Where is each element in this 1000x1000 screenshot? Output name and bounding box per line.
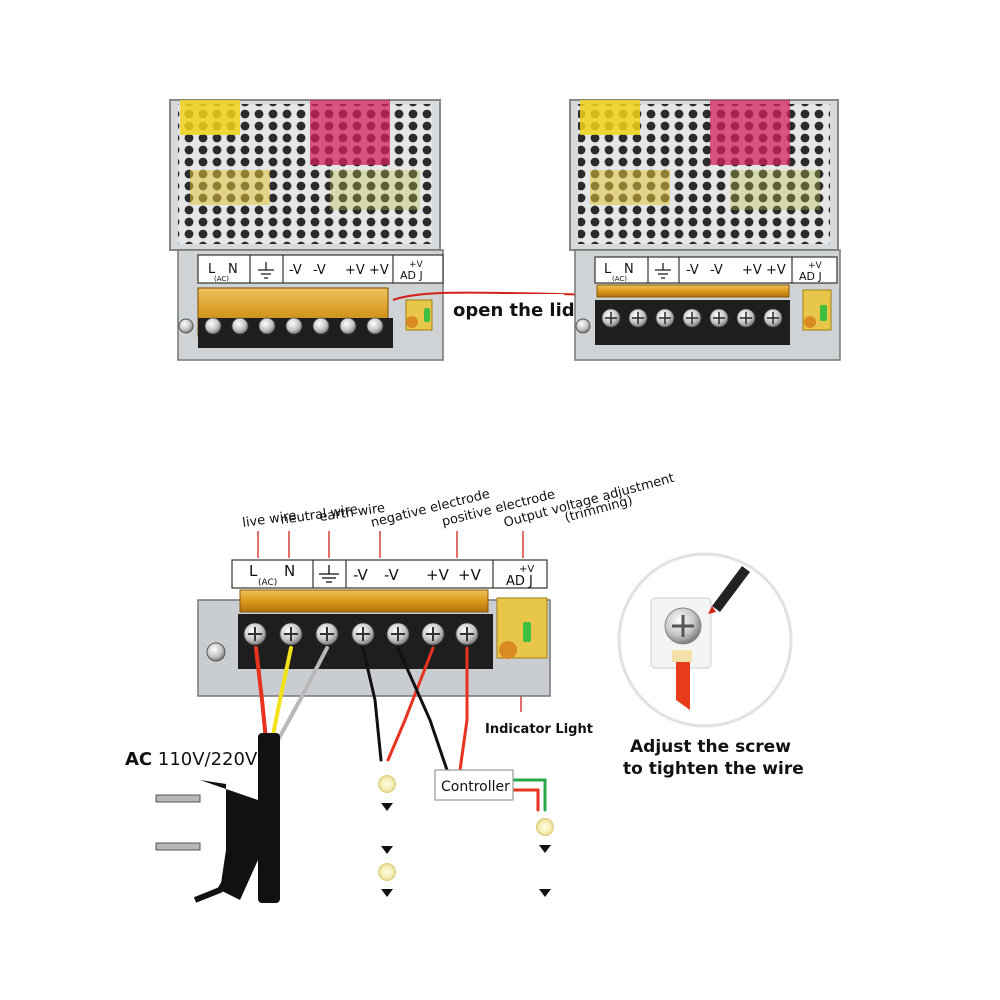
led-indicator bbox=[424, 308, 430, 322]
plug-body bbox=[200, 780, 258, 900]
earth-wire bbox=[276, 646, 329, 742]
label-strip bbox=[594, 256, 838, 284]
terminal-label-neg2: -V bbox=[384, 566, 400, 584]
terminal-label-l: L bbox=[249, 562, 258, 580]
terminal-block-open bbox=[595, 300, 790, 345]
led-dot bbox=[536, 818, 554, 836]
screw-caption-line1: Adjust the screw bbox=[630, 737, 791, 757]
lifted-cover bbox=[596, 284, 790, 298]
terminal-label-pos2: +V bbox=[458, 566, 482, 584]
direction-arrow-icon bbox=[381, 889, 393, 897]
terminal-label-pos1: +V bbox=[345, 263, 365, 278]
terminal-block-wired bbox=[238, 614, 493, 669]
terminal-label-n: N bbox=[284, 562, 295, 580]
label-strip bbox=[197, 254, 444, 284]
terminal-label-pos2: +V bbox=[766, 263, 786, 278]
led-dot bbox=[378, 775, 396, 793]
screw-detail-inset bbox=[617, 552, 793, 728]
psu-wired: L N (AC) -V -V +V +V +V AD J bbox=[197, 559, 551, 697]
terminal-label-adj-top: +V bbox=[409, 260, 424, 270]
terminal-label-neg1: -V bbox=[686, 263, 699, 278]
terminal-label-neg2: -V bbox=[313, 263, 326, 278]
lid-arrow bbox=[392, 291, 601, 301]
controller-label: Controller bbox=[441, 779, 510, 795]
ground-icon bbox=[319, 565, 339, 583]
yellow-board bbox=[180, 100, 240, 135]
terminal-label-adj-top: +V bbox=[519, 564, 534, 575]
magenta-board bbox=[710, 100, 790, 165]
neutral-wire bbox=[270, 646, 293, 742]
terminal-label-l: L bbox=[604, 262, 612, 277]
plug-prong-top bbox=[155, 794, 201, 803]
direction-arrow-icon bbox=[381, 846, 393, 854]
terminal-label-ac: (AC) bbox=[214, 275, 229, 283]
negative-wire-2 bbox=[396, 646, 449, 772]
direction-arrow-icon bbox=[539, 845, 551, 853]
screwdriver-icon bbox=[712, 566, 750, 612]
terminal-label-adj-bottom: AD J bbox=[506, 574, 533, 589]
terminal-label-neg2: -V bbox=[710, 263, 723, 278]
screw-caption-line2: to tighten the wire bbox=[623, 759, 804, 779]
psu-closed-lid: L N (AC) -V -V +V +V +V AD J bbox=[169, 99, 444, 361]
magenta-board bbox=[310, 100, 390, 165]
live-wire bbox=[254, 646, 268, 742]
mount-screw bbox=[575, 318, 591, 334]
callout-labels: live wire neutral wire earth wire negati… bbox=[241, 471, 676, 531]
bare-wire bbox=[672, 650, 692, 662]
led-indicator bbox=[820, 305, 827, 321]
terminal-label-neg1: -V bbox=[353, 566, 369, 584]
led-indicator bbox=[523, 622, 531, 642]
positive-wire-1 bbox=[386, 646, 435, 762]
yellow-board bbox=[580, 100, 640, 135]
ac-power-cable bbox=[155, 733, 280, 903]
plug-prong-bottom bbox=[155, 842, 201, 851]
controller-box bbox=[434, 769, 514, 801]
terminal-label-n: N bbox=[624, 262, 634, 277]
terminal-label-l: L bbox=[208, 262, 216, 277]
negative-wire-1 bbox=[361, 646, 383, 762]
positive-wire-2 bbox=[458, 646, 469, 772]
terminal-label-pos2: +V bbox=[369, 263, 389, 278]
terminal-label-adj-top: +V bbox=[808, 261, 823, 271]
led-strip-right bbox=[536, 818, 554, 897]
direction-arrow-icon bbox=[539, 889, 551, 897]
green-signal-wire bbox=[512, 778, 547, 812]
terminal-label-adj-bottom: AD J bbox=[799, 270, 822, 283]
terminal-label-pos1: +V bbox=[426, 566, 450, 584]
terminal-label-n: N bbox=[228, 262, 238, 277]
terminal-label-adj-bottom: AD J bbox=[400, 269, 423, 282]
direction-arrow-icon bbox=[381, 803, 393, 811]
ground-icon bbox=[258, 262, 274, 279]
callout-live-wire: live wire bbox=[241, 509, 297, 531]
terminal-label-ac: (AC) bbox=[612, 275, 627, 283]
terminal-label-pos1: +V bbox=[742, 263, 762, 278]
terminal-label-ac: (AC) bbox=[258, 578, 277, 588]
red-signal-wire bbox=[512, 788, 540, 812]
mount-screw bbox=[206, 642, 226, 662]
indicator-light-label: Indicator Light bbox=[485, 722, 593, 737]
label-strip bbox=[231, 559, 548, 589]
wires bbox=[254, 646, 547, 812]
led-strip-left bbox=[378, 775, 396, 897]
mount-screw bbox=[178, 318, 194, 334]
cable-sheath bbox=[258, 733, 280, 903]
red-wire-insulation bbox=[676, 655, 690, 710]
led-dot bbox=[378, 863, 396, 881]
lifted-cover bbox=[239, 589, 489, 613]
open-lid-label: open the lid bbox=[453, 300, 575, 321]
ac-voltage-label: AC 110V/220V bbox=[125, 749, 258, 770]
terminal-label-neg1: -V bbox=[289, 263, 302, 278]
terminal-block-closed bbox=[198, 317, 393, 348]
ground-icon bbox=[655, 263, 671, 279]
psu-open-lid: L N (AC) -V -V +V +V +V AD J bbox=[569, 99, 841, 361]
